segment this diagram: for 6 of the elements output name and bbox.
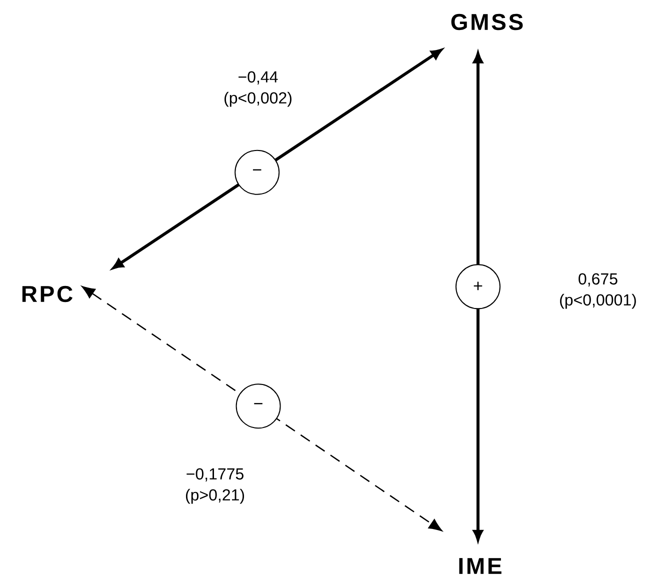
arrow xyxy=(82,286,442,532)
correlation-label: 0,675 (p<0,0001) xyxy=(560,273,636,309)
correlation-label: −0,1775 (p>0,21) xyxy=(186,468,244,504)
node-label: RPC xyxy=(22,286,72,302)
node-label: GMSS xyxy=(451,14,523,30)
node-label: IME xyxy=(459,558,502,574)
